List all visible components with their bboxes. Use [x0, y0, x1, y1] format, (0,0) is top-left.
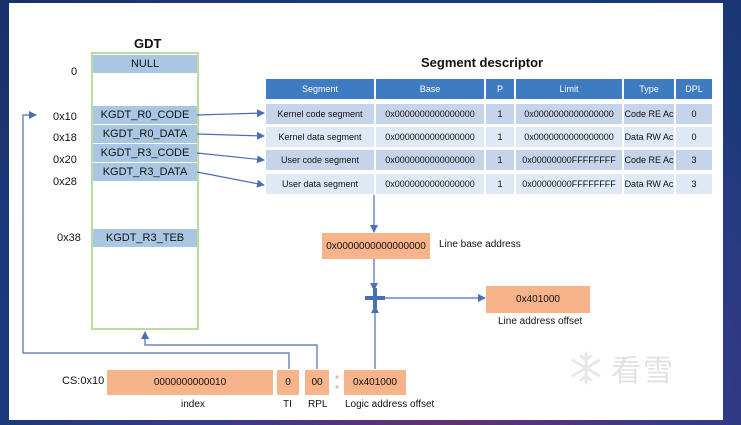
- line-base-address-box: 0x0000000000000000: [322, 233, 430, 259]
- header-limit: Limit: [515, 78, 623, 100]
- gdt-entry-r3-teb: KGDT_R3_TEB: [93, 229, 197, 247]
- row0-p: 1: [485, 103, 515, 125]
- arrow-r3-data: [196, 171, 265, 188]
- row2-type: Code RE Ac: [623, 149, 675, 171]
- row1-segment: Kernel data segment: [265, 126, 375, 148]
- selector-rpl-box: 00: [305, 370, 329, 395]
- gdt-offset-0: 0: [71, 66, 78, 78]
- row3-type: Data RW Ac: [623, 173, 675, 195]
- row0-type: Code RE Ac: [623, 103, 675, 125]
- arrow-r3-code: [196, 152, 265, 164]
- gdt-offset-0x38: 0x38: [57, 232, 81, 244]
- selector-rpl-label: RPL: [308, 399, 328, 410]
- row3-p: 1: [485, 173, 515, 195]
- descriptor-title: Segment descriptor: [421, 55, 544, 70]
- header-base: Base: [375, 78, 485, 100]
- gdt-entry-r0-code: KGDT_R0_CODE: [93, 106, 197, 124]
- gdt-offset-0x10: 0x10: [53, 111, 77, 123]
- selector-ti-label: TI: [283, 399, 292, 410]
- arrow-index-to-gdt: [22, 111, 290, 369]
- gdt-column: [91, 52, 199, 330]
- logic-address-offset-label: Logic address offset: [345, 399, 435, 410]
- line-address-offset-label: Line address offset: [498, 316, 583, 327]
- header-type: Type: [623, 78, 675, 100]
- watermark-text: 看雪: [611, 354, 675, 389]
- gdt-offset-0x28: 0x28: [53, 176, 77, 188]
- selector-index-box: 0000000000010: [107, 370, 273, 395]
- arrow-r0-code: [196, 109, 265, 118]
- gdt-title: GDT: [134, 36, 162, 51]
- row2-dpl: 3: [675, 149, 713, 171]
- row0-limit: 0x0000000000000000: [515, 103, 623, 125]
- plus-icon: [365, 288, 385, 308]
- line-base-address-label: Line base address: [439, 239, 521, 250]
- selector-prefix: CS:0x10: [62, 375, 105, 387]
- logic-address-offset-box: 0x401000: [344, 370, 406, 395]
- gdt-entry-null: NULL: [93, 55, 197, 73]
- header-p: P: [485, 78, 515, 100]
- row2-limit: 0x00000000FFFFFFFF: [515, 149, 623, 171]
- row2-segment: User code segment: [265, 149, 375, 171]
- connector-layer: [22, 109, 486, 389]
- gdt-entry-r3-code: KGDT_R3_CODE: [93, 144, 197, 162]
- row0-base: 0x0000000000000000: [375, 103, 485, 125]
- separator-dots: [335, 375, 339, 389]
- selector-ti-box: 0: [277, 370, 299, 395]
- header-dpl: DPL: [675, 78, 713, 100]
- snowflake-icon: [571, 351, 601, 385]
- row0-dpl: 0: [675, 103, 713, 125]
- row1-p: 1: [485, 126, 515, 148]
- row3-limit: 0x00000000FFFFFFFF: [515, 173, 623, 195]
- arrow-rpl-to-gdt: [141, 331, 318, 369]
- arrow-r0-data: [196, 131, 265, 140]
- row2-p: 1: [485, 149, 515, 171]
- row3-segment: User data segment: [265, 173, 375, 195]
- row0-segment: Kernel code segment: [265, 103, 375, 125]
- row3-base: 0x0000000000000000: [375, 173, 485, 195]
- selector-index-label: index: [181, 399, 205, 410]
- line-address-offset-box: 0x401000: [486, 286, 590, 313]
- row1-limit: 0x0000000000000000: [515, 126, 623, 148]
- row3-dpl: 3: [675, 173, 713, 195]
- gdt-offset-0x18: 0x18: [53, 132, 77, 144]
- row1-dpl: 0: [675, 126, 713, 148]
- gdt-entry-r0-data: KGDT_R0_DATA: [93, 125, 197, 143]
- row1-base: 0x0000000000000000: [375, 126, 485, 148]
- gdt-entry-r3-data: KGDT_R3_DATA: [93, 163, 197, 181]
- slide: GDT NULL KGDT_R0_CODE KGDT_R0_DATA KGDT_…: [9, 3, 723, 420]
- row1-type: Data RW Ac: [623, 126, 675, 148]
- watermark: 看雪: [569, 343, 709, 393]
- header-segment: Segment: [265, 78, 375, 100]
- row2-base: 0x0000000000000000: [375, 149, 485, 171]
- gdt-offset-0x20: 0x20: [53, 154, 77, 166]
